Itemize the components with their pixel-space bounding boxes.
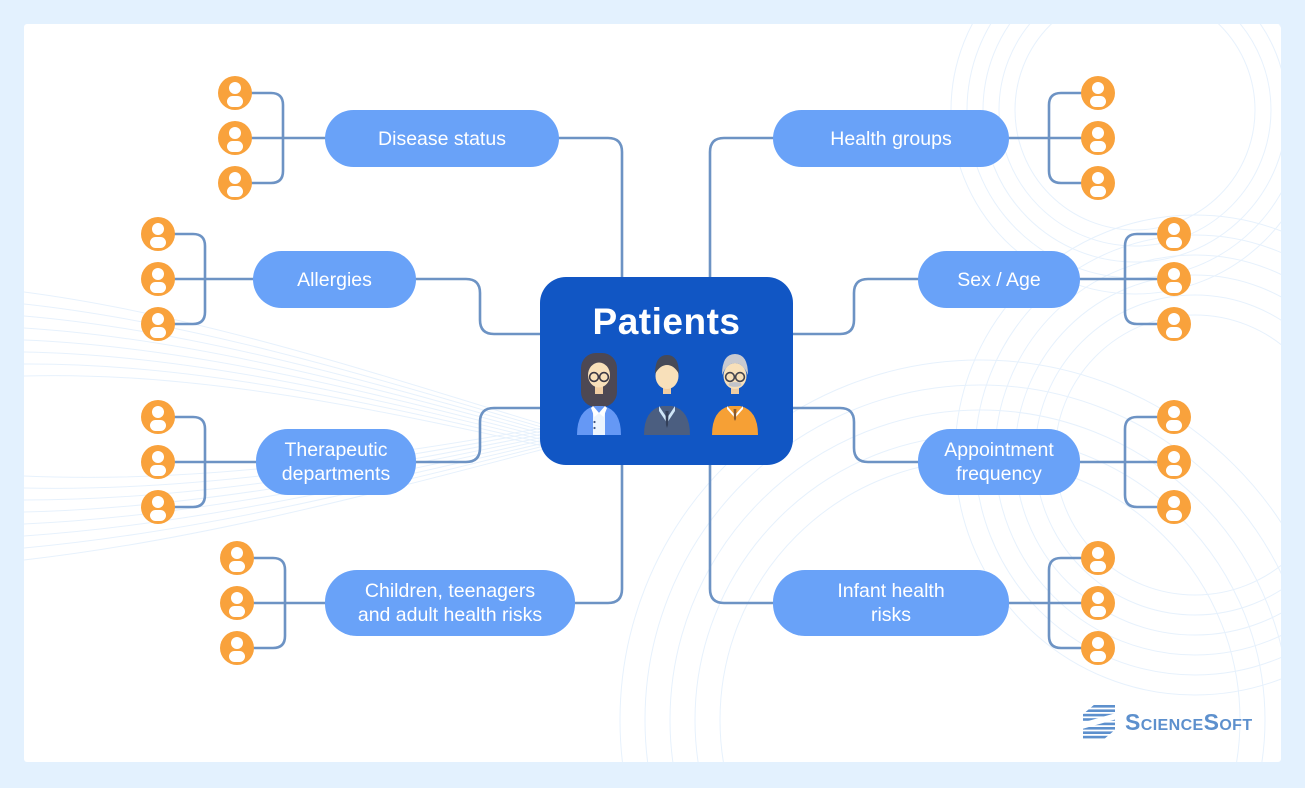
person-icon: [1157, 490, 1191, 524]
woman-figure: [576, 353, 621, 435]
branch-node-disease-status: Disease status: [325, 110, 559, 167]
person-icon: [1157, 262, 1191, 296]
connector-sex-to-center: [790, 277, 921, 336]
branch-label: Therapeutic departments: [281, 439, 391, 485]
branch-node-therapeutic-departments: Therapeutic departments: [256, 429, 416, 495]
person-icon: [141, 400, 175, 434]
branch-label: Appointment frequency: [944, 439, 1054, 485]
branch-label: Disease status: [378, 127, 506, 150]
person-icon: [1157, 445, 1191, 479]
person-icon: [141, 445, 175, 479]
person-icon: [141, 490, 175, 524]
person-icon: [1081, 541, 1115, 575]
center-node-patients: Patients: [540, 277, 793, 465]
branch-node-appointment-frequency: Appointment frequency: [918, 429, 1080, 495]
person-icon: [1081, 76, 1115, 110]
connector-center-to-children: [573, 462, 624, 605]
connector-center-to-infant: [708, 462, 777, 605]
infographic-canvas: Disease status Allergies Therapeutic dep…: [24, 24, 1281, 762]
person-icon: [220, 586, 254, 620]
sciencesoft-logo-text: ScienceSoft: [1125, 708, 1253, 735]
person-icon: [141, 307, 175, 341]
sciencesoft-logo-icon: [1082, 704, 1116, 740]
connector-lines: [171, 91, 1159, 650]
branch-node-allergies: Allergies: [253, 251, 416, 308]
branch-label: Sex / Age: [957, 268, 1041, 291]
branch-node-children-teenagers-adult-health-risks: Children, teenagers and adult health ris…: [325, 570, 575, 636]
branch-node-sex-age: Sex / Age: [918, 251, 1080, 308]
branch-node-health-groups: Health groups: [773, 110, 1009, 167]
man-figure: [643, 355, 690, 435]
person-icon: [1081, 631, 1115, 665]
sciencesoft-logo: ScienceSoft: [1082, 704, 1253, 740]
elderly-man-figure: [711, 354, 758, 435]
person-icon: [141, 217, 175, 251]
connector-health-to-center: [708, 136, 777, 280]
connector-disease-to-center: [556, 136, 624, 280]
branch-label: Children, teenagers and adult health ris…: [357, 580, 543, 626]
connector-therapeutic-to-center: [413, 406, 544, 464]
branch-node-infant-health-risks: Infant health risks: [773, 570, 1009, 636]
person-icon: [1081, 121, 1115, 155]
person-icon: [1157, 307, 1191, 341]
person-icon: [218, 76, 252, 110]
person-icon: [218, 121, 252, 155]
person-icon: [141, 262, 175, 296]
branch-label: Infant health risks: [837, 580, 945, 626]
person-icon: [1157, 217, 1191, 251]
person-icon: [1081, 586, 1115, 620]
person-icon: [218, 166, 252, 200]
patients-illustration: [576, 353, 758, 435]
person-icon: [1157, 400, 1191, 434]
connector-allergies-to-center: [413, 277, 544, 336]
branch-label: Health groups: [830, 127, 952, 150]
branch-label: Allergies: [297, 268, 372, 291]
center-node-title: Patients: [592, 301, 741, 342]
person-icon: [220, 541, 254, 575]
person-icon: [220, 631, 254, 665]
connector-appointment-to-center: [790, 406, 921, 464]
person-icon: [1081, 166, 1115, 200]
